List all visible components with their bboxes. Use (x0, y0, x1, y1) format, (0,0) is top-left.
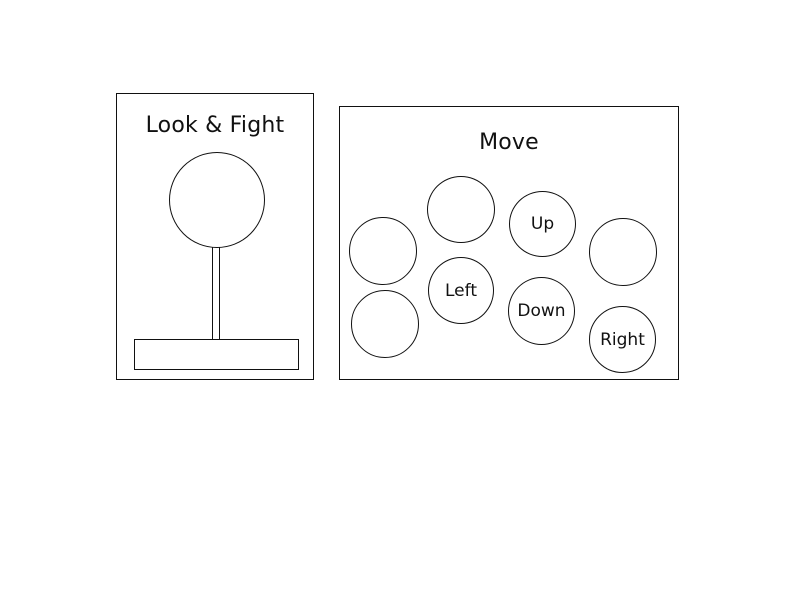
move-button-blank-1[interactable] (349, 217, 417, 285)
right-button-label: Right (600, 329, 645, 350)
right-button[interactable]: Right (589, 306, 656, 373)
down-button[interactable]: Down (508, 277, 575, 345)
up-button[interactable]: Up (509, 191, 576, 257)
look-fight-panel: Look & Fight (116, 93, 314, 380)
move-button-blank-2[interactable] (427, 176, 495, 243)
joystick-base (134, 339, 299, 370)
move-button-blank-3[interactable] (589, 218, 657, 286)
left-button-label: Left (445, 280, 477, 301)
left-button[interactable]: Left (428, 257, 494, 324)
move-title: Move (479, 130, 539, 155)
move-panel: Move Up Left Down Right (339, 106, 679, 380)
up-button-label: Up (530, 214, 555, 234)
joystick-shaft (212, 247, 220, 339)
down-button-label: Down (517, 301, 566, 321)
look-fight-title: Look & Fight (145, 113, 285, 138)
joystick-ball[interactable] (169, 152, 265, 248)
move-button-blank-4[interactable] (351, 290, 419, 358)
